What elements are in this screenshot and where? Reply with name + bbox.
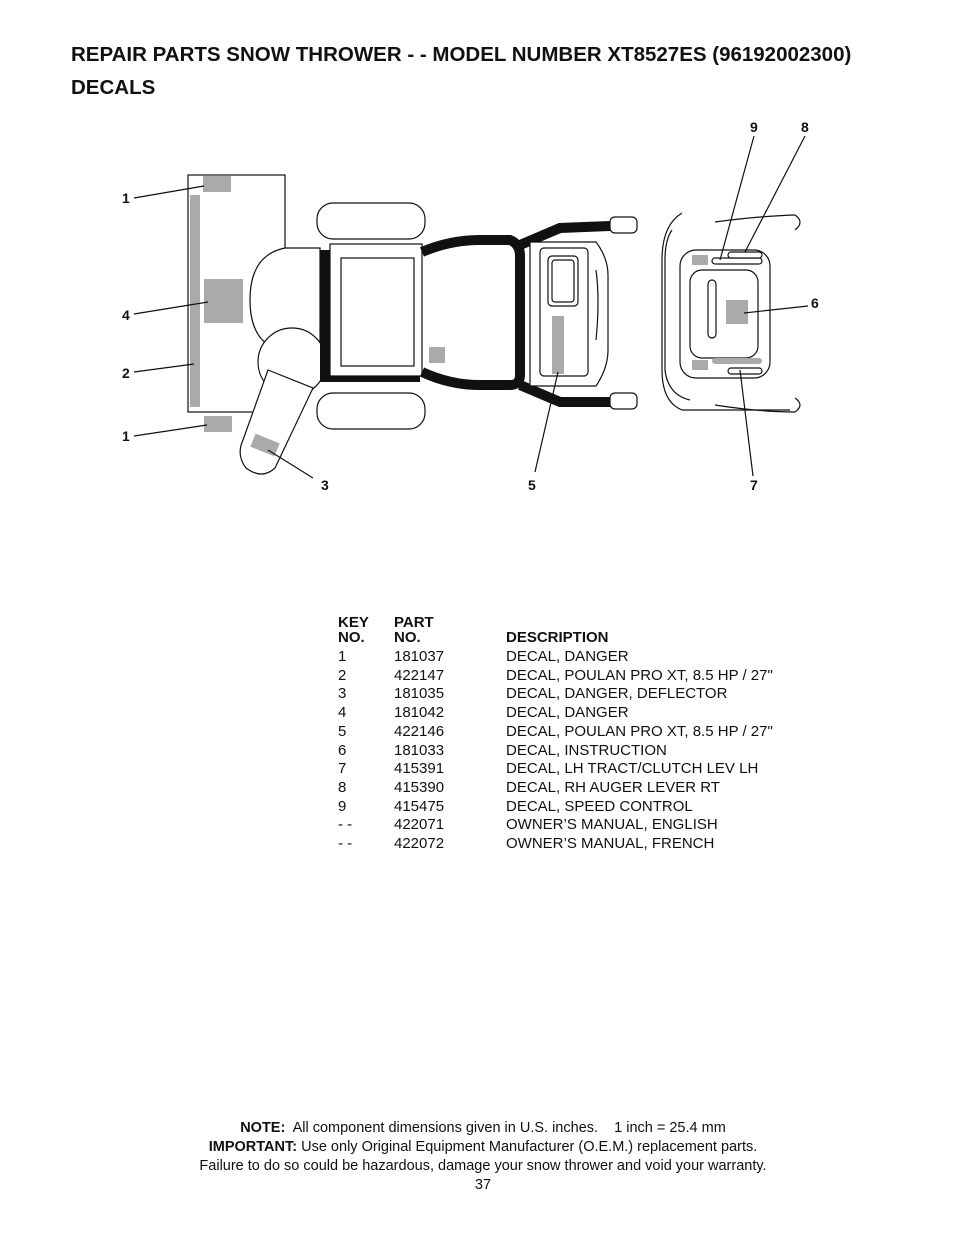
lever-9 [711,257,763,265]
callout-5: 5 [528,477,536,493]
callout-1-bottom: 1 [122,428,130,444]
decal-6 [726,300,748,324]
callout-9: 9 [750,119,758,135]
dash-edge [595,269,599,341]
wheel-bottom [316,392,426,430]
callout-7: 7 [750,477,758,493]
console-decal-lower [692,360,708,370]
console-slot [707,279,717,339]
grip-bottom [609,392,638,410]
callout-1-top: 1 [122,190,130,206]
lever-8 [727,251,763,259]
footer-note: NOTE: All component dimensions given in … [240,1120,726,1136]
header-description: DESCRIPTION [506,629,609,646]
bar-top [714,214,796,223]
decal-7-area [712,358,762,364]
bar-bottom-end [794,397,801,413]
decal-1-bottom [204,416,232,432]
page-title: REPAIR PARTS SNOW THROWER - - MODEL NUMB… [71,38,931,104]
console-outer-edge [664,229,691,401]
handle-frame [419,235,525,390]
page-number: 37 [474,1177,492,1193]
decal-2-strip [190,195,200,407]
callout-3: 3 [321,477,329,493]
header-part-no: PART NO. [394,614,434,646]
bar-top-end [794,214,801,231]
page-footer: NOTE: All component dimensions given in … [0,1119,954,1195]
title-line-2: DECALS [71,76,156,99]
wheel-top [316,202,426,240]
header-key-no: KEY NO. [338,614,369,646]
parts-table-header: KEY NO. PART NO. DESCRIPTION [338,615,826,645]
decal-4 [204,279,243,323]
title-line-1: REPAIR PARTS SNOW THROWER - - MODEL NUMB… [71,43,852,66]
footer-important: IMPORTANT: Use only Original Equipment M… [208,1139,758,1155]
decal-1-top [203,176,231,192]
dash-window-inner [551,259,575,303]
engine-decal [429,347,445,363]
callout-4: 4 [122,307,130,323]
grip-top [609,216,638,234]
lever-7 [727,367,763,375]
handle-lower [518,380,610,407]
decal-5 [552,316,564,374]
callout-2: 2 [122,365,130,381]
handle-upper [518,221,611,250]
decal-3 [250,433,280,457]
callout-6: 6 [811,295,819,311]
callout-8: 8 [801,119,809,135]
footer-warning: Failure to do so could be hazardous, dam… [199,1158,767,1174]
console-decal-upper [692,255,708,265]
engine-top [340,257,415,367]
bar-bottom [714,404,796,413]
decal-diagram: 1 4 2 1 3 5 7 6 9 8 [122,119,819,493]
